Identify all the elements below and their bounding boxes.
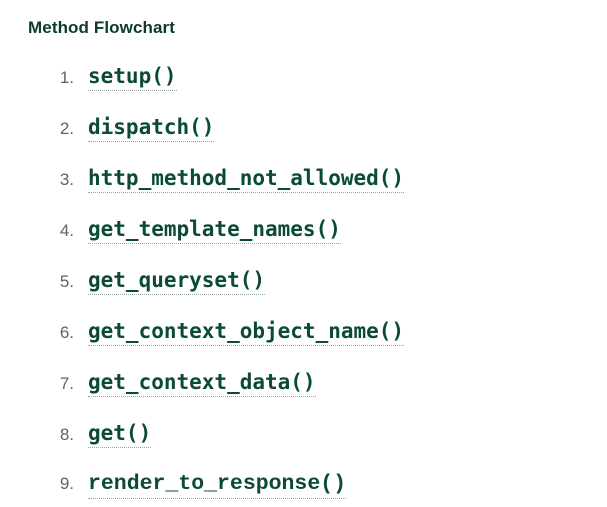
list-item-number: 7. [59,374,74,393]
list-item: 4. get_template_names() [28,216,607,244]
list-item-number: 4. [59,221,74,240]
list-item: 7. get_context_data() [28,369,607,397]
method-link-setup[interactable]: setup() [88,63,177,91]
list-item-number: 6. [59,323,74,342]
list-item-number: 1. [59,68,74,87]
method-link-get-context-object-name[interactable]: get_context_object_name() [88,318,405,346]
list-item-number: 2. [59,119,74,138]
page-title: Method Flowchart [28,18,176,37]
method-flowchart-list: 1. setup() 2. dispatch() 3. http_method_… [28,63,607,499]
list-item: 5. get_queryset() [28,267,607,295]
method-link-http-method-not-allowed[interactable]: http_method_not_allowed() [88,165,405,193]
method-link-get[interactable]: get() [88,420,152,448]
method-link-render-to-response[interactable]: render_to_response() [88,471,347,499]
list-item: 3. http_method_not_allowed() [28,165,607,193]
list-item-number: 8. [59,425,74,444]
list-item-number: 3. [59,170,74,189]
list-item: 2. dispatch() [28,114,607,142]
method-link-get-queryset[interactable]: get_queryset() [88,267,266,295]
method-link-dispatch[interactable]: dispatch() [88,114,215,142]
method-link-get-template-names[interactable]: get_template_names() [88,216,341,244]
list-item: 9. render_to_response() [28,471,607,499]
list-item: 6. get_context_object_name() [28,318,607,346]
list-item: 1. setup() [28,63,607,91]
list-item-number: 9. [59,474,74,493]
method-link-get-context-data[interactable]: get_context_data() [88,369,316,397]
list-item: 8. get() [28,420,607,448]
list-item-number: 5. [59,272,74,291]
